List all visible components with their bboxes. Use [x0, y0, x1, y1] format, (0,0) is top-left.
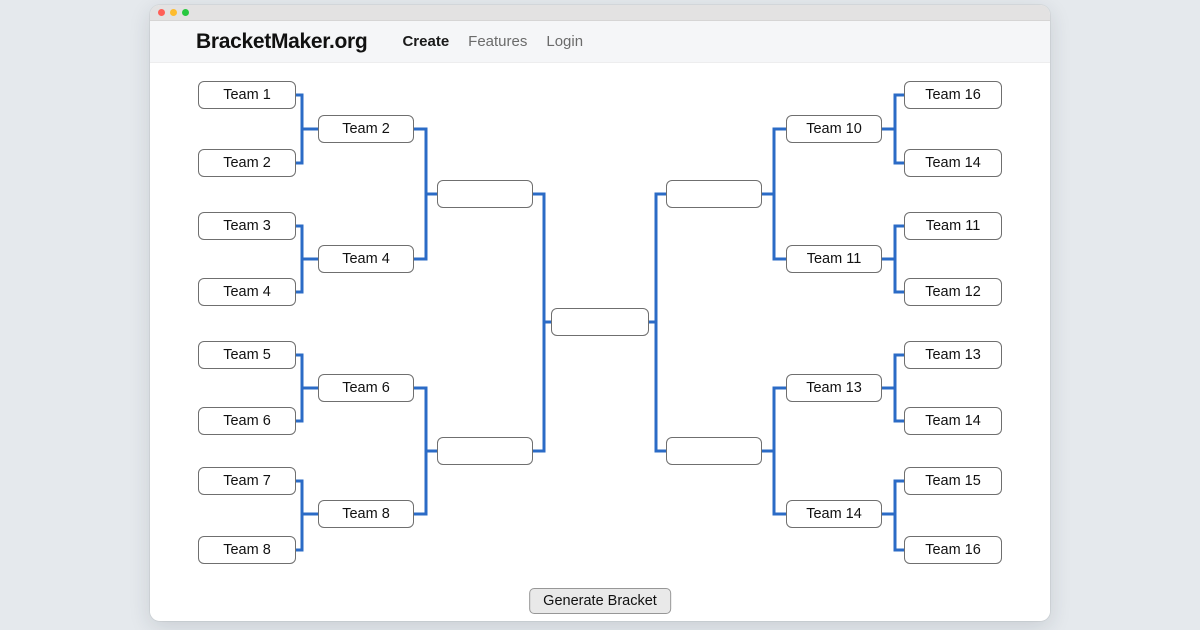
team-box-left-r1-5[interactable]: Team 5 — [198, 341, 296, 369]
team-box-left-r1-7[interactable]: Team 7 — [198, 467, 296, 495]
team-box-left-r2-3[interactable]: Team 6 — [318, 374, 414, 402]
close-window-icon[interactable] — [158, 9, 165, 16]
team-box-right-r2-2[interactable]: Team 11 — [786, 245, 882, 273]
team-box-left-r1-4[interactable]: Team 4 — [198, 278, 296, 306]
team-box-left-r1-3[interactable]: Team 3 — [198, 212, 296, 240]
zoom-window-icon[interactable] — [182, 9, 189, 16]
minimize-window-icon[interactable] — [170, 9, 177, 16]
connector-path — [649, 192, 666, 453]
team-box-left-r1-6[interactable]: Team 6 — [198, 407, 296, 435]
team-box-left-r1-2[interactable]: Team 2 — [198, 149, 296, 177]
connector-path — [533, 192, 551, 453]
connector-path — [762, 127, 786, 261]
connector-path — [882, 353, 904, 423]
team-box-right-r1-4[interactable]: Team 12 — [904, 278, 1002, 306]
app-window: BracketMaker.org Create Features Login T… — [150, 5, 1050, 621]
team-box-right-r1-8[interactable]: Team 16 — [904, 536, 1002, 564]
team-box-left-r1-8[interactable]: Team 8 — [198, 536, 296, 564]
nav-item-login[interactable]: Login — [546, 33, 584, 50]
nav-item-create[interactable]: Create — [402, 33, 450, 50]
team-box-right-r1-7[interactable]: Team 15 — [904, 467, 1002, 495]
team-box-left-semi-2[interactable] — [437, 437, 533, 465]
connector-path — [296, 93, 318, 165]
bracket-connectors — [296, 93, 904, 552]
team-box-right-r2-4[interactable]: Team 14 — [786, 500, 882, 528]
team-box-right-r1-2[interactable]: Team 14 — [904, 149, 1002, 177]
connector-path — [414, 127, 437, 261]
team-box-right-r1-5[interactable]: Team 13 — [904, 341, 1002, 369]
main-nav: Create Features Login — [402, 33, 583, 50]
team-box-right-r2-3[interactable]: Team 13 — [786, 374, 882, 402]
connector-path — [296, 479, 318, 552]
connector-path — [882, 93, 904, 165]
site-header: BracketMaker.org Create Features Login — [150, 21, 1050, 63]
team-box-left-r2-4[interactable]: Team 8 — [318, 500, 414, 528]
team-box-left-r1-1[interactable]: Team 1 — [198, 81, 296, 109]
brand-logo[interactable]: BracketMaker.org — [196, 29, 368, 53]
team-box-final[interactable] — [551, 308, 649, 336]
connector-path — [762, 386, 786, 516]
team-box-right-r2-1[interactable]: Team 10 — [786, 115, 882, 143]
connector-path — [414, 386, 437, 516]
connector-path — [882, 224, 904, 294]
team-box-left-r2-2[interactable]: Team 4 — [318, 245, 414, 273]
team-box-right-r1-6[interactable]: Team 14 — [904, 407, 1002, 435]
generate-bracket-button[interactable]: Generate Bracket — [529, 588, 671, 614]
nav-item-features[interactable]: Features — [468, 33, 528, 50]
team-box-left-semi-1[interactable] — [437, 180, 533, 208]
window-titlebar — [150, 5, 1050, 21]
bracket-canvas: Team 1 Team 2 Team 3 Team 4 Team 5 Team … — [150, 63, 1050, 620]
connector-path — [296, 353, 318, 423]
team-box-right-semi-2[interactable] — [666, 437, 762, 465]
team-box-left-r2-1[interactable]: Team 2 — [318, 115, 414, 143]
connector-path — [296, 224, 318, 294]
team-box-right-semi-1[interactable] — [666, 180, 762, 208]
connector-path — [882, 479, 904, 552]
team-box-right-r1-3[interactable]: Team 11 — [904, 212, 1002, 240]
team-box-right-r1-1[interactable]: Team 16 — [904, 81, 1002, 109]
